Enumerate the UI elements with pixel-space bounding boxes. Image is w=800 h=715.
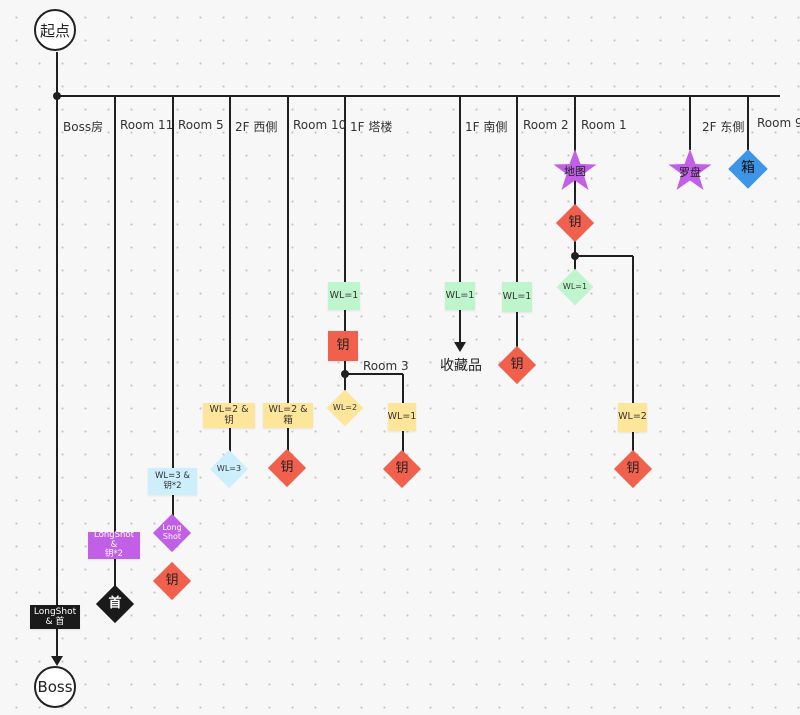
branch-label-tower1f: 1F 塔楼	[350, 120, 393, 134]
room1-requirement-note[interactable]: WL=2	[618, 403, 647, 432]
east2f-compass-label: 罗盘	[679, 166, 701, 179]
west2f-requirement-note[interactable]: WL=2 & 钥	[203, 403, 255, 428]
south-requirement-note[interactable]: WL=1	[445, 282, 475, 310]
start-node[interactable]: 起点	[34, 9, 76, 51]
room10-key-label: 钥	[280, 459, 294, 475]
room3-key-diamond[interactable]: 钥	[382, 449, 422, 489]
room1-key-label: 钥	[568, 214, 582, 230]
west2f-item-diamond[interactable]: WL=3	[209, 449, 249, 489]
tower-key-box[interactable]: 钥	[328, 331, 358, 361]
room10-key-diamond[interactable]: 钥	[267, 448, 307, 488]
branch-label-room10: Room 10	[293, 118, 347, 132]
tower-wl2-label: WL=2	[332, 402, 358, 412]
room2-requirement-note[interactable]: WL=1	[502, 282, 532, 312]
west2f-item-label: WL=3	[216, 463, 242, 473]
room1-key-diamond[interactable]: 钥	[555, 203, 595, 243]
branch-label-room5: Room 5	[178, 118, 224, 132]
star-icon	[668, 149, 712, 190]
room10-requirement-note[interactable]: WL=2 & 箱	[263, 403, 313, 428]
branch-label-south1f: 1F 南側	[465, 120, 508, 134]
room11-item-diamond[interactable]: 首	[95, 584, 135, 624]
room3-requirement-note[interactable]: WL=1	[388, 403, 416, 431]
room3-key-label: 钥	[395, 460, 409, 476]
tower-requirement-note[interactable]: WL=1	[328, 282, 360, 310]
branch-label-room9: Room 9	[757, 116, 800, 130]
branch-label-room3: Room 3	[363, 359, 409, 373]
room1-wl1-label: WL=1	[562, 281, 588, 291]
east2f-compass-star[interactable]: 罗盘	[667, 148, 713, 192]
branch-label-room2: Room 2	[523, 118, 569, 132]
branch-label-boss-room: Boss房	[63, 120, 104, 134]
star-icon	[553, 149, 597, 190]
room1-final-key-diamond[interactable]: 钥	[613, 449, 653, 489]
room1-final-key-label: 钥	[626, 460, 640, 476]
branch-label-west2f: 2F 西側	[235, 120, 278, 134]
branch-label-room11: Room 11	[120, 118, 174, 132]
room9-box-label: 箱	[741, 160, 755, 177]
south-collectible-label: 收藏品	[440, 358, 482, 374]
room11-item-label: 首	[108, 595, 122, 611]
room5-longshot-label: Long Shot	[162, 523, 182, 541]
room9-box-diamond[interactable]: 箱	[728, 149, 768, 189]
branch-label-room1: Room 1	[581, 118, 627, 132]
room5-longshot-diamond[interactable]: Long Shot	[152, 513, 192, 553]
branch-label-east2f: 2F 东側	[702, 120, 745, 134]
room1-wl1-diamond[interactable]: WL=1	[555, 267, 595, 307]
room5-key-label: 钥	[165, 572, 179, 588]
room11-requirement-note[interactable]: LongShot & 钥*2	[88, 530, 140, 559]
room1-map-label: 地图	[564, 165, 586, 178]
room2-key-diamond[interactable]: 钥	[497, 345, 537, 385]
tower-wl2-diamond[interactable]: WL=2	[325, 388, 365, 428]
boss-requirement-note[interactable]: LongShot & 首	[30, 605, 80, 629]
room2-key-label: 钥	[510, 356, 524, 372]
room5-key-diamond[interactable]: 钥	[152, 561, 192, 601]
room5-requirement-note[interactable]: WL=3 & 钥*2	[148, 468, 197, 495]
room1-map-star[interactable]: 地图	[552, 148, 598, 192]
boss-node[interactable]: Boss	[34, 666, 76, 708]
